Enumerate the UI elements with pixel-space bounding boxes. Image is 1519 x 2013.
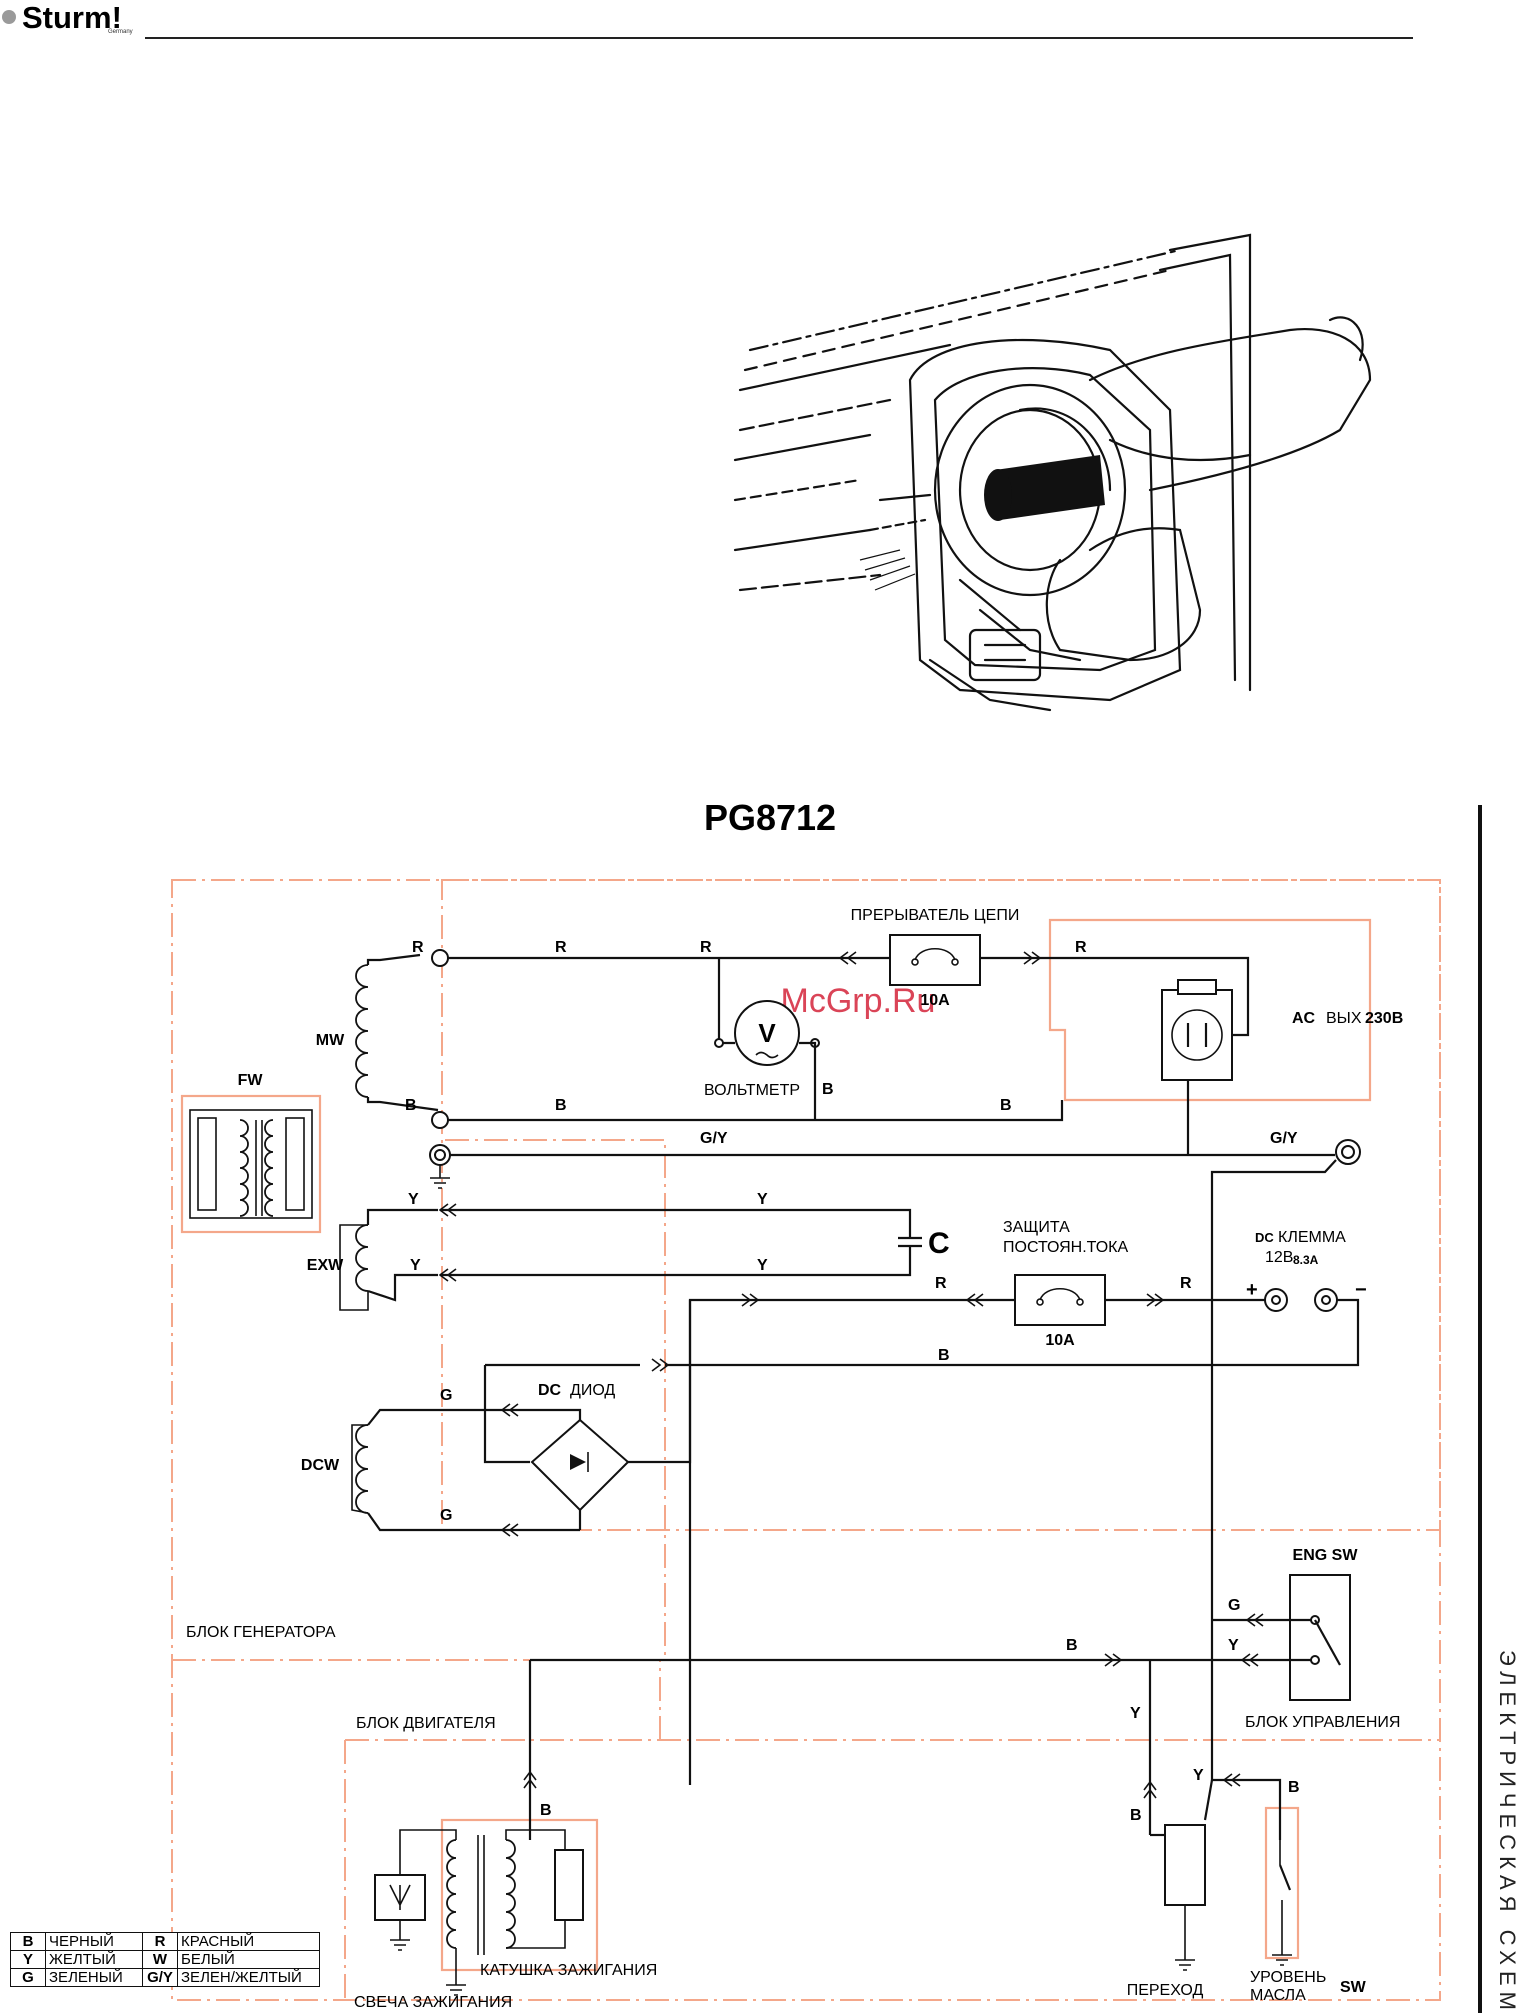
generator-block-frame <box>172 1139 666 1661</box>
fw-label: FW <box>238 1072 264 1089</box>
svg-text:R: R <box>1075 939 1087 956</box>
legend-row: G ЗЕЛЕНЫЙ G/Y ЗЕЛЕН/ЖЕЛТЫЙ <box>10 1968 320 1987</box>
svg-text:Y: Y <box>757 1191 768 1208</box>
ignition-coil-symbol <box>399 1829 584 1996</box>
svg-text:AC: AC <box>1292 1010 1316 1027</box>
transition-symbol <box>1164 1824 1206 1906</box>
fw-frame <box>180 1094 322 1234</box>
breaker-rating: 10A <box>920 992 950 1009</box>
breaker-label: ПРЕРЫВАТЕЛЬ ЦЕПИ <box>851 907 1020 924</box>
svg-text:Y: Y <box>410 1257 421 1274</box>
dcw-coil <box>355 1424 369 1514</box>
svg-text:Y: Y <box>408 1191 419 1208</box>
svg-text:КЛЕММА: КЛЕММА <box>1278 1229 1346 1246</box>
diagram-title: PG8712 <box>704 797 836 838</box>
wiring-diagram: PG8712 ЭЛЕКТРИЧЕСКАЯ СХЕМА McGrp.Ru FW M… <box>171 797 1519 2013</box>
svg-text:230В: 230В <box>1365 1010 1403 1027</box>
fw-winding <box>189 1109 313 1219</box>
oil-level-label-1: УРОВЕНЬ <box>1250 1969 1326 1986</box>
capacitor-label: C <box>928 1227 950 1260</box>
svg-text:B: B <box>555 1097 567 1114</box>
svg-text:B: B <box>1288 1779 1300 1796</box>
brand-dot-icon <box>2 10 16 24</box>
svg-text:G: G <box>440 1387 452 1404</box>
circuit-breaker-symbol <box>889 934 981 986</box>
svg-text:ЗАЩИТА: ЗАЩИТА <box>1003 1219 1070 1236</box>
svg-text:G/Y: G/Y <box>700 1130 728 1147</box>
transition-label: ПЕРЕХОД <box>1127 1982 1204 1999</box>
outer-frame <box>171 879 1441 2001</box>
svg-text:ВЫХ: ВЫХ <box>1326 1010 1362 1027</box>
sw-label: SW <box>1340 1979 1367 1996</box>
mw-coil <box>355 964 369 1098</box>
page-header: Sturm! Germany <box>0 0 1519 50</box>
svg-text:ПОСТОЯН.ТОКА: ПОСТОЯН.ТОКА <box>1003 1239 1128 1256</box>
eng-sw-label: ENG SW <box>1293 1547 1359 1564</box>
brand-subtitle: Germany <box>108 29 133 35</box>
svg-text:Y: Y <box>1130 1705 1141 1722</box>
svg-text:R: R <box>700 939 712 956</box>
legend-row: B ЧЕРНЫЙ R КРАСНЫЙ <box>10 1932 320 1951</box>
svg-text:G/Y: G/Y <box>1270 1130 1298 1147</box>
ac-out-frame <box>1048 918 1372 1102</box>
wire-color-legend: B ЧЕРНЫЙ R КРАСНЫЙ Y ЖЕЛТЫЙ W БЕЛЫЙ G ЗЕ… <box>10 1932 320 1987</box>
ignition-coil-frame <box>440 1818 599 1972</box>
brand-logo: Sturm! <box>22 0 122 35</box>
engine-block-label: БЛОК ДВИГАТЕЛЯ <box>356 1715 496 1732</box>
svg-text:B: B <box>1130 1807 1142 1824</box>
mw-terminal-b <box>431 1111 449 1129</box>
watermark: McGrp.Ru <box>781 982 936 1020</box>
wire-b-main <box>448 1100 1064 1122</box>
oil-level-label-2: МАСЛА <box>1250 1987 1306 2004</box>
svg-text:DC: DC <box>538 1382 562 1399</box>
ignition-coil-label: КАТУШКА ЗАЖИГАНИЯ <box>480 1962 657 1979</box>
svg-text:Y: Y <box>757 1257 768 1274</box>
svg-text:G: G <box>1228 1597 1240 1614</box>
svg-text:B: B <box>540 1802 552 1819</box>
dc-protection-symbol <box>1014 1274 1106 1326</box>
voltmeter-label: ВОЛЬТМЕТР <box>704 1082 800 1099</box>
svg-text:V: V <box>758 1018 776 1048</box>
dcw-label: DCW <box>301 1457 340 1474</box>
svg-text:10A: 10A <box>1045 1332 1075 1349</box>
svg-text:Y: Y <box>1193 1767 1204 1784</box>
control-block-label: БЛОК УПРАВЛЕНИЯ <box>1245 1714 1400 1731</box>
svg-text:DC: DC <box>1255 1230 1274 1245</box>
maintenance-illustration <box>733 233 1372 712</box>
svg-text:B: B <box>822 1081 834 1098</box>
svg-text:B: B <box>1066 1637 1078 1654</box>
svg-text:B: B <box>405 1097 417 1114</box>
control-frame <box>441 879 1441 1531</box>
spark-plug-label: СВЕЧА ЗАЖИГАНИЯ <box>354 1994 512 2011</box>
oil-level-frame <box>1264 1806 1300 1960</box>
svg-text:G: G <box>440 1507 452 1524</box>
wire-r-dc <box>688 1298 1015 1785</box>
spark-plug-symbol <box>374 1874 426 1951</box>
voltmeter-symbol <box>734 1000 800 1066</box>
svg-text:B: B <box>938 1347 950 1364</box>
generator-block-label: БЛОК ГЕНЕРАТОРА <box>186 1624 336 1641</box>
exw-coil <box>355 1224 369 1292</box>
svg-text:R: R <box>935 1275 947 1292</box>
exw-label: EXW <box>307 1257 344 1274</box>
svg-text:B: B <box>1000 1097 1012 1114</box>
svg-text:R: R <box>412 939 424 956</box>
eng-sw-symbol <box>1289 1574 1351 1701</box>
mw-terminal-r <box>431 949 449 967</box>
legend-row: Y ЖЕЛТЫЙ W БЕЛЫЙ <box>10 1950 320 1969</box>
svg-text:R: R <box>1180 1275 1192 1292</box>
svg-text:R: R <box>555 939 567 956</box>
svg-text:8.3A: 8.3A <box>1293 1253 1319 1267</box>
svg-text:12В: 12В <box>1265 1249 1293 1266</box>
oil-level-switch <box>1272 1840 1292 1966</box>
svg-text:−: − <box>1355 1279 1367 1301</box>
header-rule <box>145 37 1413 39</box>
side-title: ЭЛЕКТРИЧЕСКАЯ СХЕМА <box>1495 1650 1519 2013</box>
svg-text:ДИОД: ДИОД <box>570 1382 615 1399</box>
mw-label: MW <box>316 1032 345 1049</box>
svg-text:Y: Y <box>1228 1637 1239 1654</box>
svg-text:+: + <box>1246 1279 1258 1301</box>
